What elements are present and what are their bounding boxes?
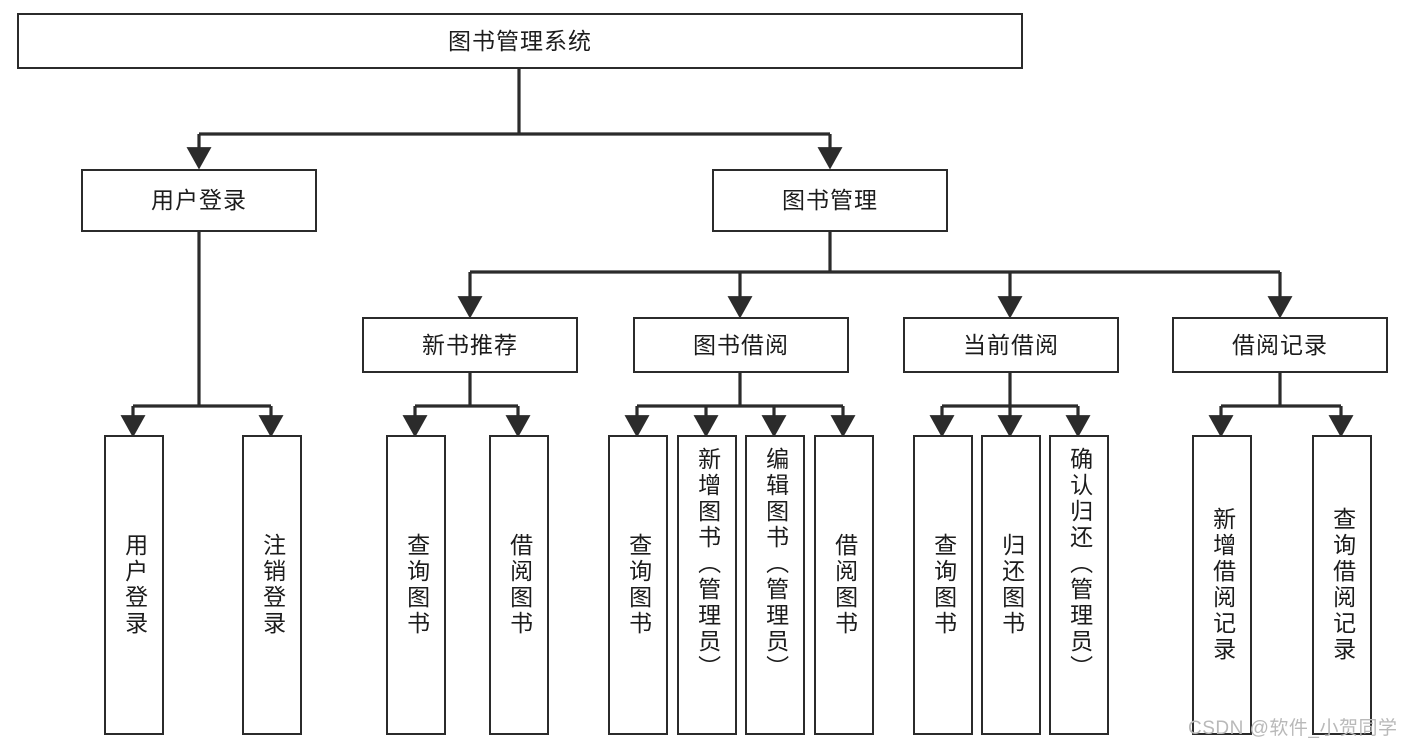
leaf-text-wrap: 用户登录: [106, 437, 162, 733]
leaf-return-book[interactable]: 归还图书: [981, 435, 1041, 735]
node-label: 新书推荐: [422, 331, 518, 358]
leaf-label: 编辑图书（管理员）: [762, 447, 789, 681]
leaf-label: 用户登录: [121, 533, 148, 637]
leaf-text-wrap: 查询借阅记录: [1314, 437, 1370, 733]
csdn-watermark: CSDN @软件_小贺同学: [1188, 718, 1398, 739]
node-label: 用户登录: [151, 187, 247, 214]
book-borrow-to-leaves-connectors: [624, 373, 856, 438]
leaf-label: 新增图书（管理员）: [694, 447, 721, 681]
node-book-management[interactable]: 图书管理: [712, 169, 948, 232]
node-label: 当前借阅: [963, 331, 1059, 358]
leaf-label: 查询图书: [403, 533, 430, 637]
leaf-text-wrap: 确认归还（管理员）: [1051, 437, 1107, 733]
leaf-add-book-admin[interactable]: 新增图书（管理员）: [677, 435, 737, 735]
leaf-label: 借阅图书: [831, 533, 858, 637]
leaf-confirm-return-admin[interactable]: 确认归还（管理员）: [1049, 435, 1109, 735]
user-login-to-leaves-connectors: [120, 232, 284, 438]
node-label: 借阅记录: [1232, 331, 1328, 358]
current-borrow-to-leaves-connectors: [929, 373, 1091, 438]
leaf-text-wrap: 归还图书: [983, 437, 1039, 733]
node-new-book-recommend[interactable]: 新书推荐: [362, 317, 578, 373]
leaf-query-book-borrow[interactable]: 查询图书: [608, 435, 668, 735]
leaf-text-wrap: 编辑图书（管理员）: [747, 437, 803, 733]
node-book-borrow[interactable]: 图书借阅: [633, 317, 849, 373]
leaf-label: 归还图书: [998, 533, 1025, 637]
leaf-add-borrow-record[interactable]: 新增借阅记录: [1192, 435, 1252, 735]
node-label: 图书借阅: [693, 331, 789, 358]
leaf-label: 确认归还（管理员）: [1066, 447, 1093, 681]
leaf-query-book-recommend[interactable]: 查询图书: [386, 435, 446, 735]
leaf-query-borrow-record[interactable]: 查询借阅记录: [1312, 435, 1372, 735]
leaf-text-wrap: 借阅图书: [491, 437, 547, 733]
leaf-user-login[interactable]: 用户登录: [104, 435, 164, 735]
leaf-edit-book-admin[interactable]: 编辑图书（管理员）: [745, 435, 805, 735]
leaf-query-book-current[interactable]: 查询图书: [913, 435, 973, 735]
leaf-label: 查询图书: [930, 533, 957, 637]
node-current-borrow[interactable]: 当前借阅: [903, 317, 1119, 373]
node-user-login[interactable]: 用户登录: [81, 169, 317, 232]
node-label: 图书管理: [782, 187, 878, 214]
leaf-borrow-book-recommend[interactable]: 借阅图书: [489, 435, 549, 735]
book-manage-to-level3-connectors: [457, 232, 1293, 319]
leaf-text-wrap: 借阅图书: [816, 437, 872, 733]
leaf-text-wrap: 新增借阅记录: [1194, 437, 1250, 733]
node-label: 图书管理系统: [448, 27, 592, 54]
node-root-book-management-system[interactable]: 图书管理系统: [17, 13, 1023, 69]
leaf-label: 新增借阅记录: [1209, 507, 1236, 663]
leaf-label: 查询借阅记录: [1329, 507, 1356, 663]
borrow-record-to-leaves-connectors: [1208, 373, 1354, 438]
leaf-text-wrap: 查询图书: [388, 437, 444, 733]
node-borrow-record[interactable]: 借阅记录: [1172, 317, 1388, 373]
new-book-recommend-to-leaves-connectors: [402, 373, 531, 438]
leaf-logout-login[interactable]: 注销登录: [242, 435, 302, 735]
leaf-text-wrap: 查询图书: [610, 437, 666, 733]
leaf-borrow-book[interactable]: 借阅图书: [814, 435, 874, 735]
leaf-text-wrap: 查询图书: [915, 437, 971, 733]
root-to-level2-connectors: [186, 69, 843, 170]
leaf-label: 借阅图书: [506, 533, 533, 637]
leaf-text-wrap: 新增图书（管理员）: [679, 437, 735, 733]
leaf-label: 注销登录: [259, 533, 286, 637]
leaf-text-wrap: 注销登录: [244, 437, 300, 733]
leaf-label: 查询图书: [625, 533, 652, 637]
